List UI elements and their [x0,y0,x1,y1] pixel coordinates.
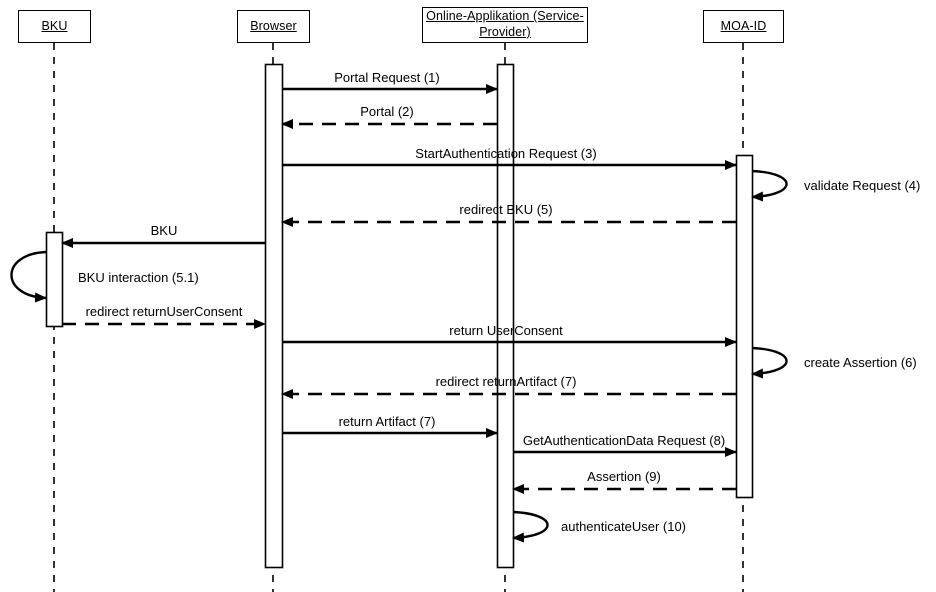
message-label-m13: GetAuthenticationData Request (8) [522,433,726,448]
participant-label-moa_id: MOA-ID [720,18,767,33]
participant-label-browser: Browser [250,18,297,33]
message-label-m10: create Assertion (6) [804,355,917,370]
message-label-m7: BKU interaction (5.1) [78,270,199,285]
participant-label-online_applikation: Online-Applikation (Service- Provider) [426,9,584,39]
message-label-m1: Portal Request (1) [334,70,440,85]
messages-group [10,84,788,543]
message-label-m3: StartAuthentication Request (3) [415,146,597,161]
participant-box-moa_id[interactable]: MOA-ID [703,10,784,43]
participant-label-bku: BKU [41,18,68,33]
act-moa-id[interactable] [735,154,754,499]
message-label-m6: BKU [150,223,178,238]
message-label-m4: validate Request (4) [804,178,921,193]
act-bku[interactable] [45,231,64,328]
message-label-m14: Assertion (9) [587,469,661,484]
self-message-m4[interactable] [751,169,788,202]
message-label-m11: redirect returnArtifact (7) [435,374,577,389]
act-online-applikation[interactable] [496,63,515,569]
self-message-m10[interactable] [751,346,788,379]
participant-box-bku[interactable]: BKU [18,10,91,43]
participant-box-online_applikation[interactable]: Online-Applikation (Service- Provider) [422,7,588,43]
message-label-m8: redirect returnUserConsent [85,304,243,319]
message-label-m15: authenticateUser (10) [561,519,687,534]
self-message-m7[interactable] [10,250,47,303]
self-message-m15[interactable] [512,510,549,543]
message-label-m2: Portal (2) [360,104,414,119]
message-label-m5: redirect BKU (5) [459,202,553,217]
message-label-m9: return UserConsent [449,323,563,338]
participant-box-browser[interactable]: Browser [237,10,310,43]
activation-bars-group [45,63,754,569]
act-browser[interactable] [264,63,284,569]
message-label-m12: return Artifact (7) [338,414,436,429]
